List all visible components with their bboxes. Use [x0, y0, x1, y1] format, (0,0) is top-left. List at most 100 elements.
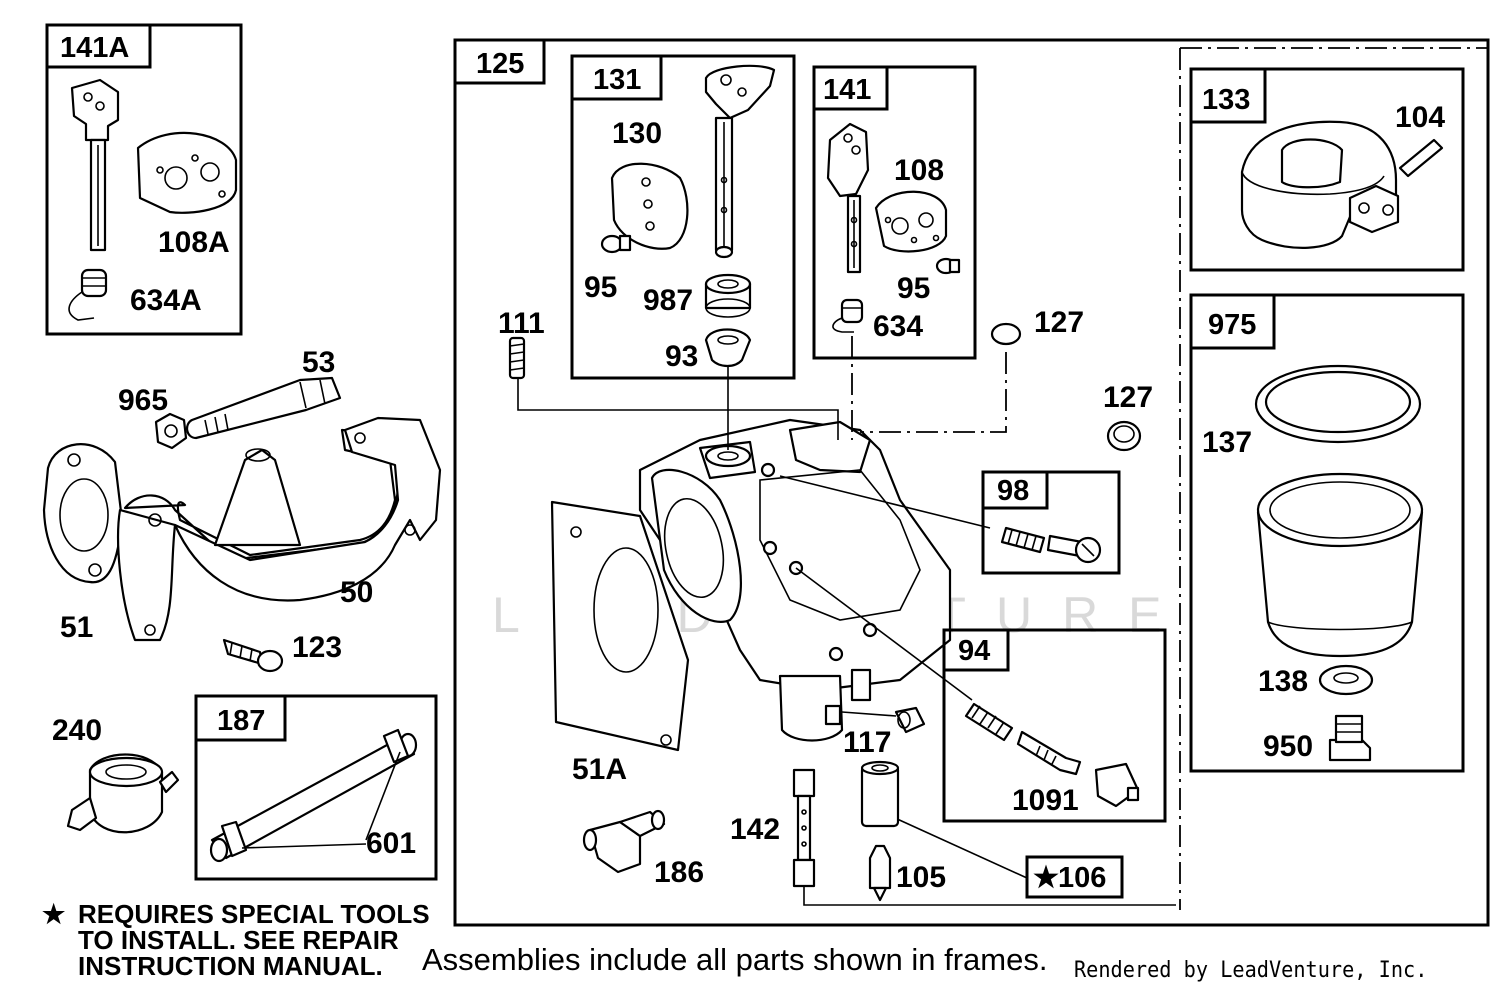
choke-shaft-part	[704, 64, 776, 259]
float-pin-104-part	[1398, 138, 1444, 178]
throttle-valve-plate-part	[136, 131, 238, 214]
label-601: 601	[366, 827, 416, 860]
spring-634-part	[832, 298, 864, 333]
label-127b: 127	[1103, 381, 1153, 414]
note-star: ★	[42, 899, 66, 929]
throttle-shaft-141-part	[826, 122, 870, 274]
label-138: 138	[1258, 665, 1308, 698]
assembly-frame-141A: 141A 108A 634A	[45, 23, 243, 336]
label-127a: 127	[1034, 306, 1084, 339]
label-108A: 108A	[158, 226, 230, 259]
frame-label-975: 975	[1208, 309, 1256, 341]
gasket-51-part	[42, 443, 124, 584]
elbow-fitting-186-part: 186	[582, 809, 704, 889]
screw-123-part	[222, 638, 284, 673]
frame-label-141A: 141A	[60, 32, 129, 64]
label-240: 240	[52, 714, 102, 747]
label-53: 53	[302, 346, 335, 379]
limiter-cap-part	[1094, 762, 1140, 808]
note-line-2: TO INSTALL. SEE REPAIR	[78, 925, 399, 955]
nut-965-part	[154, 412, 188, 450]
spring-111-part: 111	[498, 307, 545, 380]
float-bowl-part	[1256, 472, 1424, 658]
mixture-needle-part	[1016, 730, 1082, 776]
label-51A: 51A	[572, 753, 627, 786]
frame-label-94: 94	[958, 635, 990, 667]
assembly-frame-975: 975 137 138 950	[1189, 293, 1465, 773]
frame-label-106: 106	[1058, 862, 1106, 894]
label-51: 51	[60, 611, 93, 644]
leader-dashdot-bowl	[1179, 47, 1488, 910]
fuel-line-part	[209, 728, 418, 863]
intake-manifold-group: 53 965 50 51 123	[42, 346, 442, 673]
stud-53-part	[186, 376, 342, 440]
needle-seat-106-part	[860, 760, 900, 828]
render-credit: Rendered by LeadVenture, Inc.	[1074, 958, 1428, 983]
mixture-spring-part	[964, 702, 1014, 742]
label-965: 965	[118, 384, 168, 417]
assemblies-caption: Assemblies include all parts shown in fr…	[422, 942, 1048, 977]
label-104: 104	[1395, 101, 1445, 134]
welch-plug-127a-part: 127	[990, 306, 1084, 346]
label-634: 634	[873, 310, 923, 343]
assembly-frame-131: 131	[570, 54, 796, 380]
intake-manifold-50-part	[117, 416, 442, 642]
assembly-frame-98: 98	[981, 470, 1121, 575]
note-line-3: INSTRUCTION MANUAL.	[78, 951, 383, 981]
washer-138-part	[1318, 664, 1374, 696]
frame-label-125: 125	[476, 48, 524, 80]
assembly-frame-187: 187 601	[194, 694, 438, 881]
throttle-shaft-part	[70, 78, 120, 252]
label-1091: 1091	[1012, 784, 1079, 817]
gasket-51A-part	[550, 500, 690, 752]
label-137: 137	[1202, 426, 1252, 459]
label-105: 105	[896, 861, 946, 894]
assembly-frame-94: 94 1091	[942, 628, 1167, 823]
carburetor-body-part	[550, 418, 952, 752]
screw-95b-part	[935, 257, 961, 275]
label-123: 123	[292, 631, 342, 664]
frame-label-187: 187	[217, 705, 265, 737]
spring-634A-part	[68, 268, 108, 321]
float-133-part	[1240, 120, 1400, 249]
label-95b: 95	[897, 272, 930, 305]
label-93: 93	[665, 340, 698, 373]
label-130: 130	[612, 117, 662, 150]
inlet-needle-105-part: 105	[868, 844, 946, 902]
label-987: 987	[643, 284, 693, 317]
gasket-137-part	[1254, 364, 1422, 444]
fuel-filter-240-group: 240	[52, 714, 180, 834]
bushing-987-part	[704, 273, 752, 318]
bowl-nut-950-part	[1328, 714, 1372, 762]
screw-95a-part	[600, 234, 632, 254]
frame-label-141: 141	[823, 74, 871, 106]
label-111: 111	[498, 307, 545, 340]
frame-label-98: 98	[997, 475, 1029, 507]
special-tools-note: ★ REQUIRES SPECIAL TOOLS TO INSTALL. SEE …	[42, 901, 430, 979]
assembly-frame-141: 141 108 95 634	[812, 65, 977, 360]
label-117: 117	[843, 726, 891, 759]
idle-screw-part	[1046, 534, 1102, 564]
note-line-1: REQUIRES SPECIAL TOOLS	[78, 899, 430, 929]
welch-plug-127b-part: 127	[1103, 381, 1153, 452]
fitting-117-part: 117	[843, 706, 926, 759]
star-symbol-106: ★	[1033, 862, 1059, 894]
throttle-plate-108-part	[874, 190, 948, 253]
label-50: 50	[340, 576, 373, 609]
label-950: 950	[1263, 730, 1313, 763]
assembly-frame-133: 133 104	[1189, 67, 1465, 272]
nozzle-142-part: 142	[730, 768, 816, 888]
seal-93-part	[704, 328, 752, 368]
label-634A: 634A	[130, 284, 202, 317]
label-186: 186	[654, 856, 704, 889]
idle-screw-spring-part	[1000, 526, 1046, 554]
label-142: 142	[730, 813, 780, 846]
frame-label-131: 131	[593, 64, 641, 96]
label-108: 108	[894, 154, 944, 187]
assembly-frame-106: ★ 106	[1025, 855, 1124, 899]
label-95a: 95	[584, 271, 617, 304]
choke-plate-130-part	[610, 162, 689, 250]
assembly-frame-125: 125	[453, 38, 1490, 927]
leader-dashdot-lines	[851, 336, 1007, 440]
